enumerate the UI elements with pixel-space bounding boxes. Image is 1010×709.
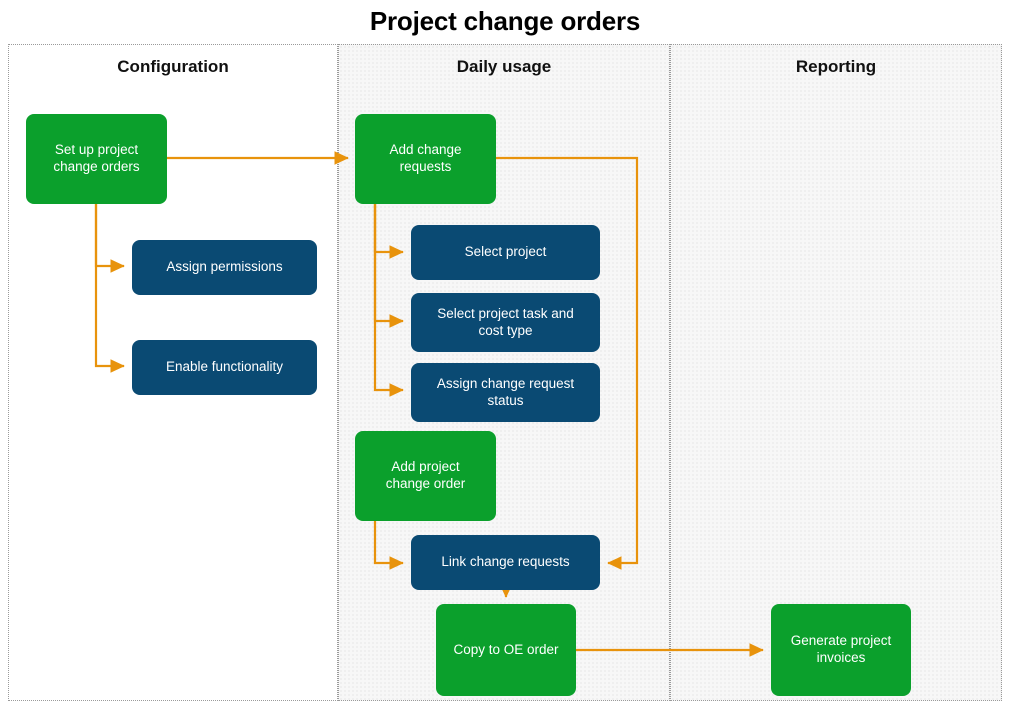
node-set-up-project-change-orders[interactable]: Set up project change orders	[26, 114, 167, 204]
swimlane-title-configuration: Configuration	[117, 57, 229, 76]
node-select-project-task-and-cost-type[interactable]: Select project task and cost type	[411, 293, 600, 352]
node-enable-functionality[interactable]: Enable functionality	[132, 340, 317, 395]
swimlane-title-daily-usage: Daily usage	[456, 57, 552, 76]
node-copy-to-oe-order[interactable]: Copy to OE order	[436, 604, 576, 696]
node-add-change-requests[interactable]: Add change requests	[355, 114, 496, 204]
swimlane-reporting: Reporting	[670, 44, 1002, 701]
node-add-project-change-order[interactable]: Add project change order	[355, 431, 496, 521]
node-link-change-requests[interactable]: Link change requests	[411, 535, 600, 590]
swimlane-title-reporting: Reporting	[795, 57, 877, 76]
page-title: Project change orders	[369, 6, 641, 36]
flowchart-diagram: Configuration Daily usage Reporting	[8, 44, 1002, 701]
node-select-project[interactable]: Select project	[411, 225, 600, 280]
node-assign-permissions[interactable]: Assign permissions	[132, 240, 317, 295]
node-generate-project-invoices[interactable]: Generate project invoices	[771, 604, 911, 696]
node-assign-change-request-status[interactable]: Assign change request status	[411, 363, 600, 422]
